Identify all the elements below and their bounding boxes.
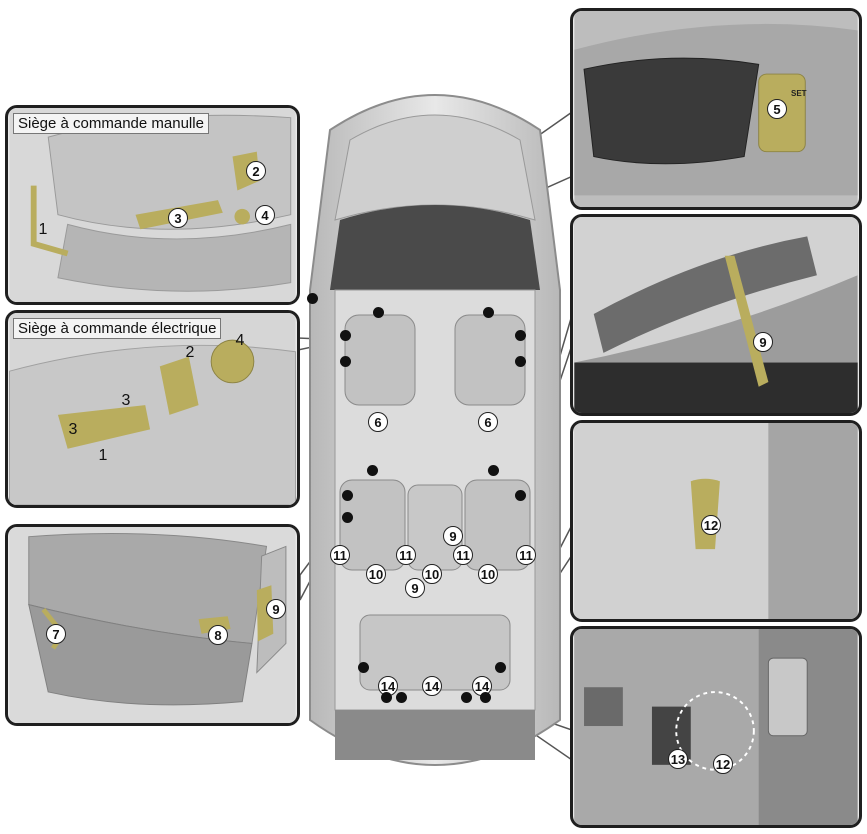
callout-11-3: 11 xyxy=(453,545,473,565)
callout-10-right: 10 xyxy=(478,564,498,584)
trunk-illustration xyxy=(574,629,858,825)
anchor-dot xyxy=(480,692,491,703)
panel-door-control: 5 SET xyxy=(570,8,862,210)
callout-14-center: 14 xyxy=(422,676,442,696)
vehicle-top-view xyxy=(309,94,561,766)
callout-front-seat-right: 6 xyxy=(478,412,498,432)
callout-front-seat-left: 6 xyxy=(368,412,388,432)
manual-seat-illustration xyxy=(9,108,296,302)
callout-door-5: 5 xyxy=(767,99,787,119)
anchor-dot xyxy=(358,662,369,673)
rear-anchor-illustration xyxy=(574,423,858,619)
anchor-dot xyxy=(515,330,526,341)
callout-power-3a: 3 xyxy=(68,421,78,438)
caption-power-seat: Siège à commande électrique xyxy=(13,318,222,339)
seatbelt-strap-illustration xyxy=(574,217,858,413)
panel-trunk: 13 12 xyxy=(570,626,862,828)
callout-belt-9: 9 xyxy=(753,332,773,352)
anchor-dot xyxy=(396,692,407,703)
anchor-dot xyxy=(515,490,526,501)
callout-center-9-lower: 9 xyxy=(405,578,425,598)
callout-manual-3: 3 xyxy=(168,208,188,228)
callout-rear-8: 8 xyxy=(208,625,228,645)
callout-rear-9: 9 xyxy=(266,599,286,619)
callout-manual-1: 1 xyxy=(38,221,48,238)
caption-manual-seat: Siège à commande manulle xyxy=(13,113,209,134)
panel-manual-seat: Siège à commande manulle 1 2 3 4 xyxy=(5,105,300,305)
callout-trunk-13: 13 xyxy=(668,749,688,769)
callout-power-2: 2 xyxy=(185,344,195,361)
callout-trunk-12: 12 xyxy=(713,754,733,774)
anchor-dot xyxy=(307,293,318,304)
callout-10-center: 10 xyxy=(422,564,442,584)
callout-power-4: 4 xyxy=(235,332,245,349)
anchor-dot xyxy=(340,356,351,367)
anchor-dot xyxy=(515,356,526,367)
anchor-dot xyxy=(342,512,353,523)
callout-anchor-12: 12 xyxy=(701,515,721,535)
callout-11-4: 11 xyxy=(516,545,536,565)
power-seat-illustration xyxy=(8,313,297,505)
panel-rear-anchor: 12 xyxy=(570,420,862,622)
anchor-dot xyxy=(495,662,506,673)
callout-rear-7: 7 xyxy=(46,624,66,644)
anchor-dot xyxy=(342,490,353,501)
door-control-illustration xyxy=(574,11,858,207)
anchor-dot xyxy=(461,692,472,703)
anchor-dot xyxy=(483,307,494,318)
anchor-dot xyxy=(367,465,378,476)
callout-manual-4: 4 xyxy=(255,205,275,225)
panel-seatbelt-strap: 9 xyxy=(570,214,862,416)
anchor-dot xyxy=(381,692,392,703)
anchor-dot xyxy=(373,307,384,318)
callout-14-left: 14 xyxy=(378,676,398,696)
set-button-label: SET xyxy=(791,89,807,98)
callout-10-left: 10 xyxy=(366,564,386,584)
anchor-dot xyxy=(340,330,351,341)
callout-power-1: 1 xyxy=(98,447,108,464)
callout-14-right: 14 xyxy=(472,676,492,696)
callout-11-1: 11 xyxy=(330,545,350,565)
panel-power-seat: Siège à commande électrique 1 2 3 3 4 xyxy=(5,310,300,508)
callout-manual-2: 2 xyxy=(246,161,266,181)
panel-rear-seat: 7 8 9 xyxy=(5,524,300,726)
anchor-dot xyxy=(488,465,499,476)
callout-power-3b: 3 xyxy=(121,392,131,409)
callout-11-2: 11 xyxy=(396,545,416,565)
callout-center-9-upper: 9 xyxy=(443,526,463,546)
